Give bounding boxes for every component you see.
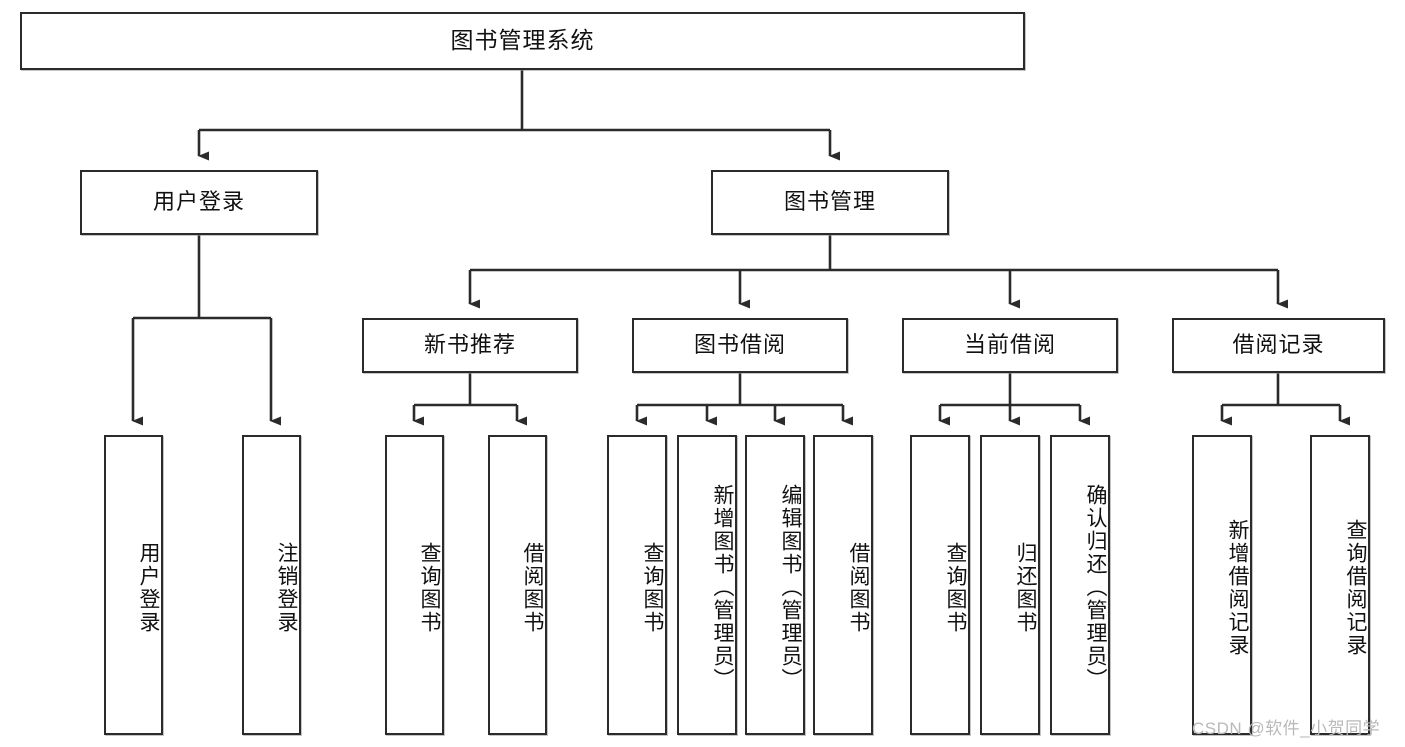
leaf-confirm-return-admin[interactable]: 确认归还（管理员） [1050,435,1110,735]
node-label: 用户登录 [152,189,245,215]
node-label: 借阅图书 [847,542,870,634]
leaf-edit-book-admin[interactable]: 编辑图书（管理员） [745,435,805,735]
csdn-watermark: CSDN @软件_小贺同学 [1192,719,1381,738]
node-label: 用户登录 [137,542,160,634]
node-label: 借阅记录 [1232,332,1325,358]
leaf-query-book-current[interactable]: 查询图书 [910,435,970,735]
node-current-borrow[interactable]: 当前借阅 [902,318,1118,373]
node-label: 查询图书 [418,542,441,634]
node-label: 借阅图书 [521,542,544,634]
node-user-login[interactable]: 用户登录 [80,170,318,235]
node-borrow-record[interactable]: 借阅记录 [1172,318,1385,373]
node-label: 图书借阅 [693,332,786,358]
node-label: 注销登录 [275,542,298,634]
leaf-return-book[interactable]: 归还图书 [980,435,1040,735]
leaf-borrow-book-recommend[interactable]: 借阅图书 [488,435,547,735]
leaf-user-login[interactable]: 用户登录 [104,435,163,735]
leaf-query-book-recommend[interactable]: 查询图书 [385,435,444,735]
node-label: 新增借阅记录 [1226,519,1249,657]
node-label: 新书推荐 [423,332,516,358]
node-label: 查询借阅记录 [1344,519,1367,657]
leaf-user-logout[interactable]: 注销登录 [242,435,301,735]
leaf-add-borrow-record[interactable]: 新增借阅记录 [1192,435,1252,735]
node-label: 图书管理系统 [450,27,595,54]
node-label: 确认归还（管理员） [1084,483,1107,691]
node-label: 当前借阅 [963,332,1056,358]
node-label: 图书管理 [783,189,876,215]
node-root-system[interactable]: 图书管理系统 [20,12,1025,70]
node-label: 新增图书（管理员） [711,483,734,691]
leaf-query-borrow-record[interactable]: 查询借阅记录 [1310,435,1370,735]
node-label: 查询图书 [641,542,664,634]
node-book-borrow[interactable]: 图书借阅 [632,318,848,373]
leaf-add-book-admin[interactable]: 新增图书（管理员） [677,435,737,735]
leaf-query-book-borrow[interactable]: 查询图书 [607,435,667,735]
node-new-book-recommend[interactable]: 新书推荐 [362,318,578,373]
node-book-manage[interactable]: 图书管理 [711,170,949,235]
node-label: 编辑图书（管理员） [779,483,802,691]
leaf-borrow-book[interactable]: 借阅图书 [813,435,873,735]
node-label: 查询图书 [944,542,967,634]
node-label: 归还图书 [1014,542,1037,634]
